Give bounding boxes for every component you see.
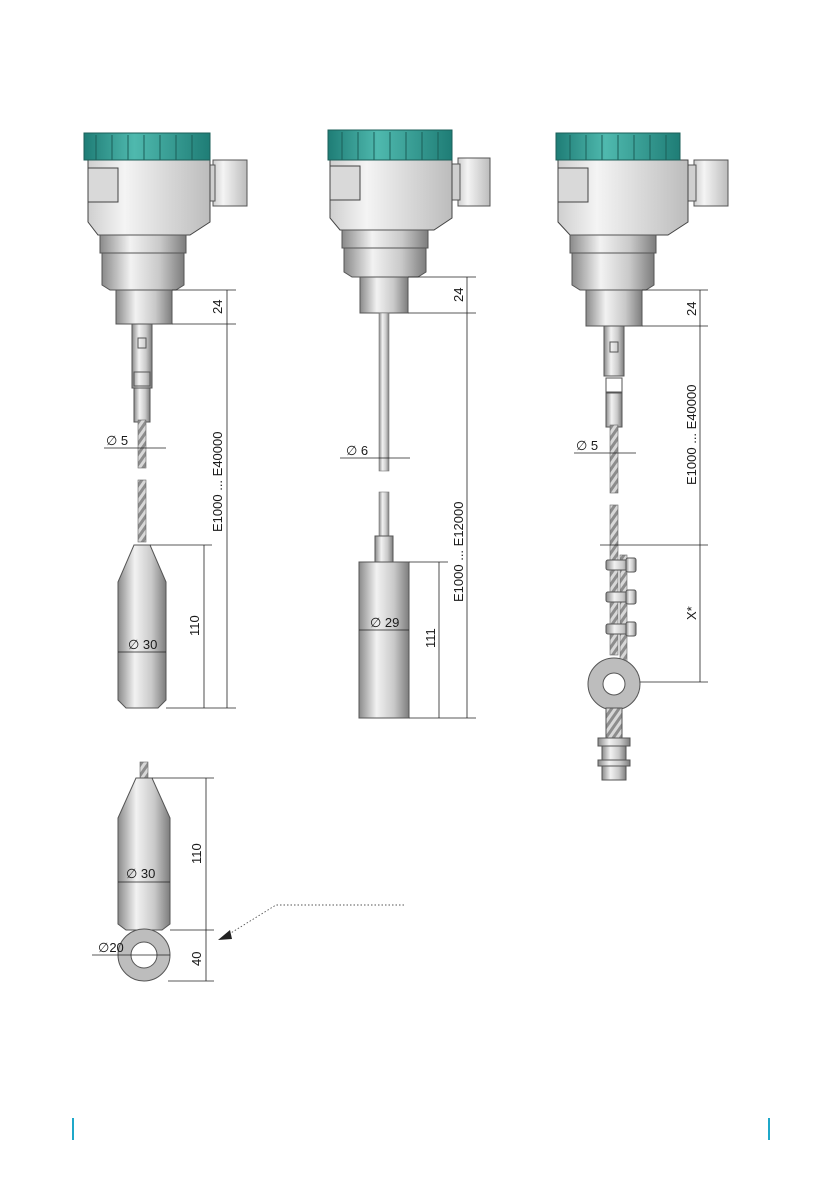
thread	[586, 290, 642, 326]
hex-nut	[572, 253, 654, 290]
rod-weight	[359, 562, 409, 718]
wire-clamps	[606, 558, 636, 636]
dim-110-label: 110	[187, 615, 202, 636]
hex-nut	[102, 253, 184, 290]
dim-length-label: E1000 ... E12000	[451, 502, 466, 602]
dim-weight-diameter-label: ∅ 29	[370, 615, 399, 630]
cable-loop	[620, 555, 627, 667]
dim-length-label: E1000 ... E40000	[684, 385, 699, 485]
dim-weight-diameter-label: ∅ 30	[128, 637, 157, 652]
cable-gland	[694, 160, 728, 206]
thread	[116, 290, 172, 324]
dim-111-label: 111	[423, 628, 438, 648]
cable-gland	[458, 158, 490, 206]
hex-nut	[344, 248, 426, 277]
dim-ring-diameter-label: ∅20	[98, 940, 124, 955]
dimension-lines	[574, 290, 708, 682]
housing-window	[558, 168, 588, 202]
tensioning-weight	[118, 545, 166, 708]
dim-length-label: E1000 ... E40000	[210, 432, 225, 532]
tensioning-weight	[118, 778, 170, 930]
housing-window	[330, 166, 360, 200]
anchor-spring	[606, 708, 622, 738]
sensor-housing	[328, 130, 490, 313]
thread	[360, 277, 408, 313]
probe-rod	[379, 313, 389, 471]
dim-x-label: X*	[684, 606, 699, 620]
cable	[138, 480, 146, 542]
sensor-cable-anchor: 24 E1000 ... E40000 X* ∅ 5	[556, 133, 728, 780]
dim-24-label: 24	[684, 302, 699, 316]
housing-window	[88, 168, 118, 202]
footer-marker-left	[72, 1118, 74, 1140]
dim-24-label: 24	[210, 300, 225, 314]
detail-weight-eyelet: 110 40 ∅ 30 ∅20	[92, 762, 404, 981]
cable-gland	[213, 160, 247, 206]
dim-40-label: 40	[189, 952, 204, 966]
footer-marker-right	[768, 1118, 770, 1140]
cable	[138, 420, 146, 468]
sensor-housing	[84, 133, 247, 422]
dim-110-label: 110	[189, 843, 204, 864]
dim-cable-diameter-label: ∅ 5	[106, 433, 128, 448]
cable	[610, 425, 618, 493]
sensor-housing	[556, 133, 728, 427]
probe-rod	[379, 492, 389, 536]
housing-lid	[84, 133, 210, 160]
dim-24-label: 24	[451, 288, 466, 302]
sensor-cable-weight: 24 E1000 ... E40000 110 ∅ 5 ∅ 30	[84, 133, 247, 708]
detail-arrow	[218, 905, 404, 940]
dim-rod-diameter-label: ∅ 6	[346, 443, 368, 458]
dim-cable-diameter-label: ∅ 5	[576, 438, 598, 453]
sensor-rod: 24 E1000 ... E12000 111 ∅ 6 ∅ 29	[328, 130, 490, 718]
dim-weight-diameter-label: ∅ 30	[126, 866, 155, 881]
